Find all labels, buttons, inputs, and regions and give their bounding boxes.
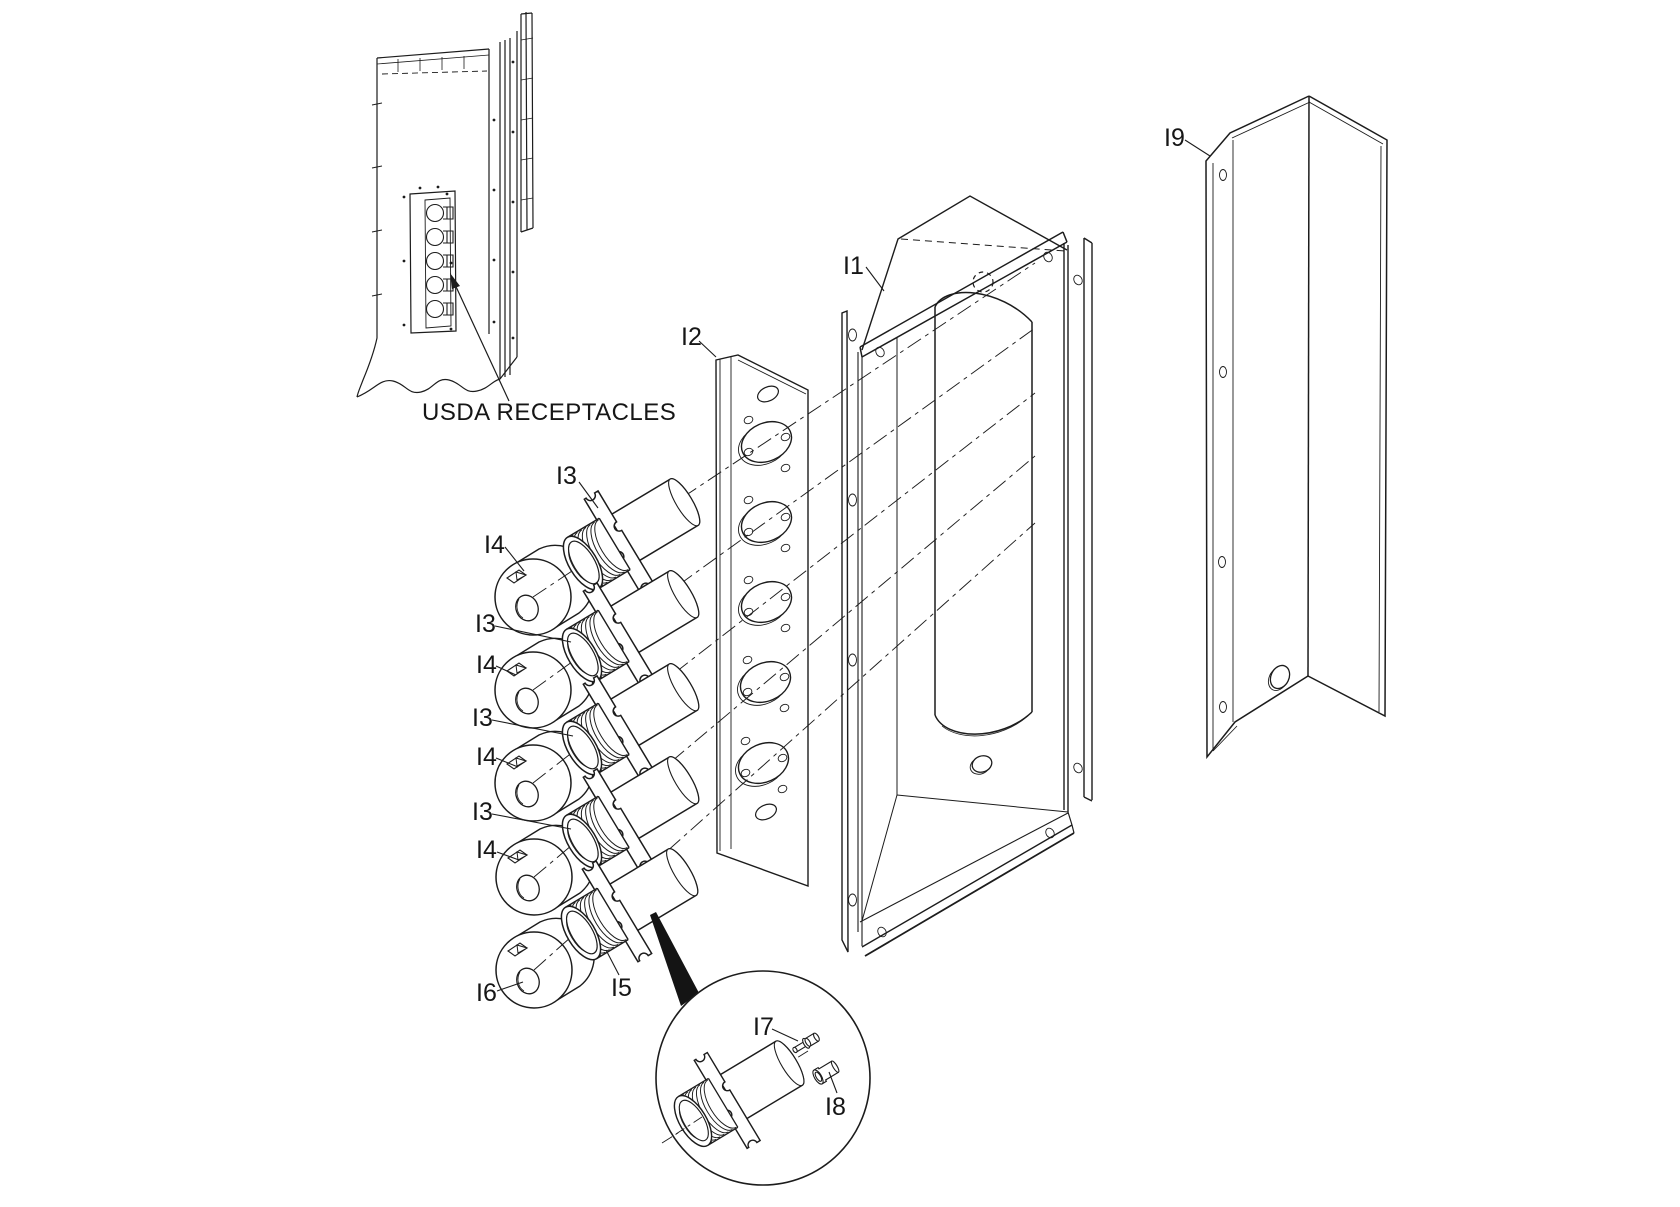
callout-i4-4: I4 xyxy=(476,836,497,864)
detail-inset xyxy=(654,970,871,1186)
callout-i5: I5 xyxy=(611,974,632,1002)
rivet-dots xyxy=(402,60,515,340)
callout-i2: I2 xyxy=(681,323,702,351)
corner-angle-i9 xyxy=(1205,95,1388,760)
screw-i7 xyxy=(792,1032,820,1054)
obround-cutout xyxy=(934,291,1033,737)
receptacle-panel xyxy=(409,190,457,334)
callout-i4-2: I4 xyxy=(476,651,497,679)
callout-i3-1: I3 xyxy=(556,462,577,490)
callout-i8: I8 xyxy=(825,1093,846,1121)
callout-i6: I6 xyxy=(476,979,497,1007)
phantom-hole xyxy=(972,271,994,293)
leader-lines xyxy=(491,139,1211,1094)
callout-i9: I9 xyxy=(1164,124,1185,152)
callout-i7: I7 xyxy=(753,1013,774,1041)
callout-i3-2: I3 xyxy=(475,610,496,638)
usda-arrow xyxy=(450,273,510,402)
inset-caption: USDA RECEPTACLES xyxy=(422,399,676,426)
callout-i1: I1 xyxy=(843,252,864,280)
plug-i8 xyxy=(812,1060,840,1085)
callout-labels: I1 I2 I9 I3 I3 I3 I3 I4 I4 I4 I4 I5 I6 I… xyxy=(472,124,1185,1121)
mounting-plate-i2 xyxy=(715,354,809,887)
back-panel-i1 xyxy=(841,195,1093,957)
unit-location-inset xyxy=(356,11,534,402)
callout-i4-1: I4 xyxy=(484,531,505,559)
callout-i3-3: I3 xyxy=(472,704,493,732)
callout-i4-3: I4 xyxy=(476,743,497,771)
callout-i3-4: I3 xyxy=(472,798,493,826)
detail-leader-wedge xyxy=(650,912,699,1006)
